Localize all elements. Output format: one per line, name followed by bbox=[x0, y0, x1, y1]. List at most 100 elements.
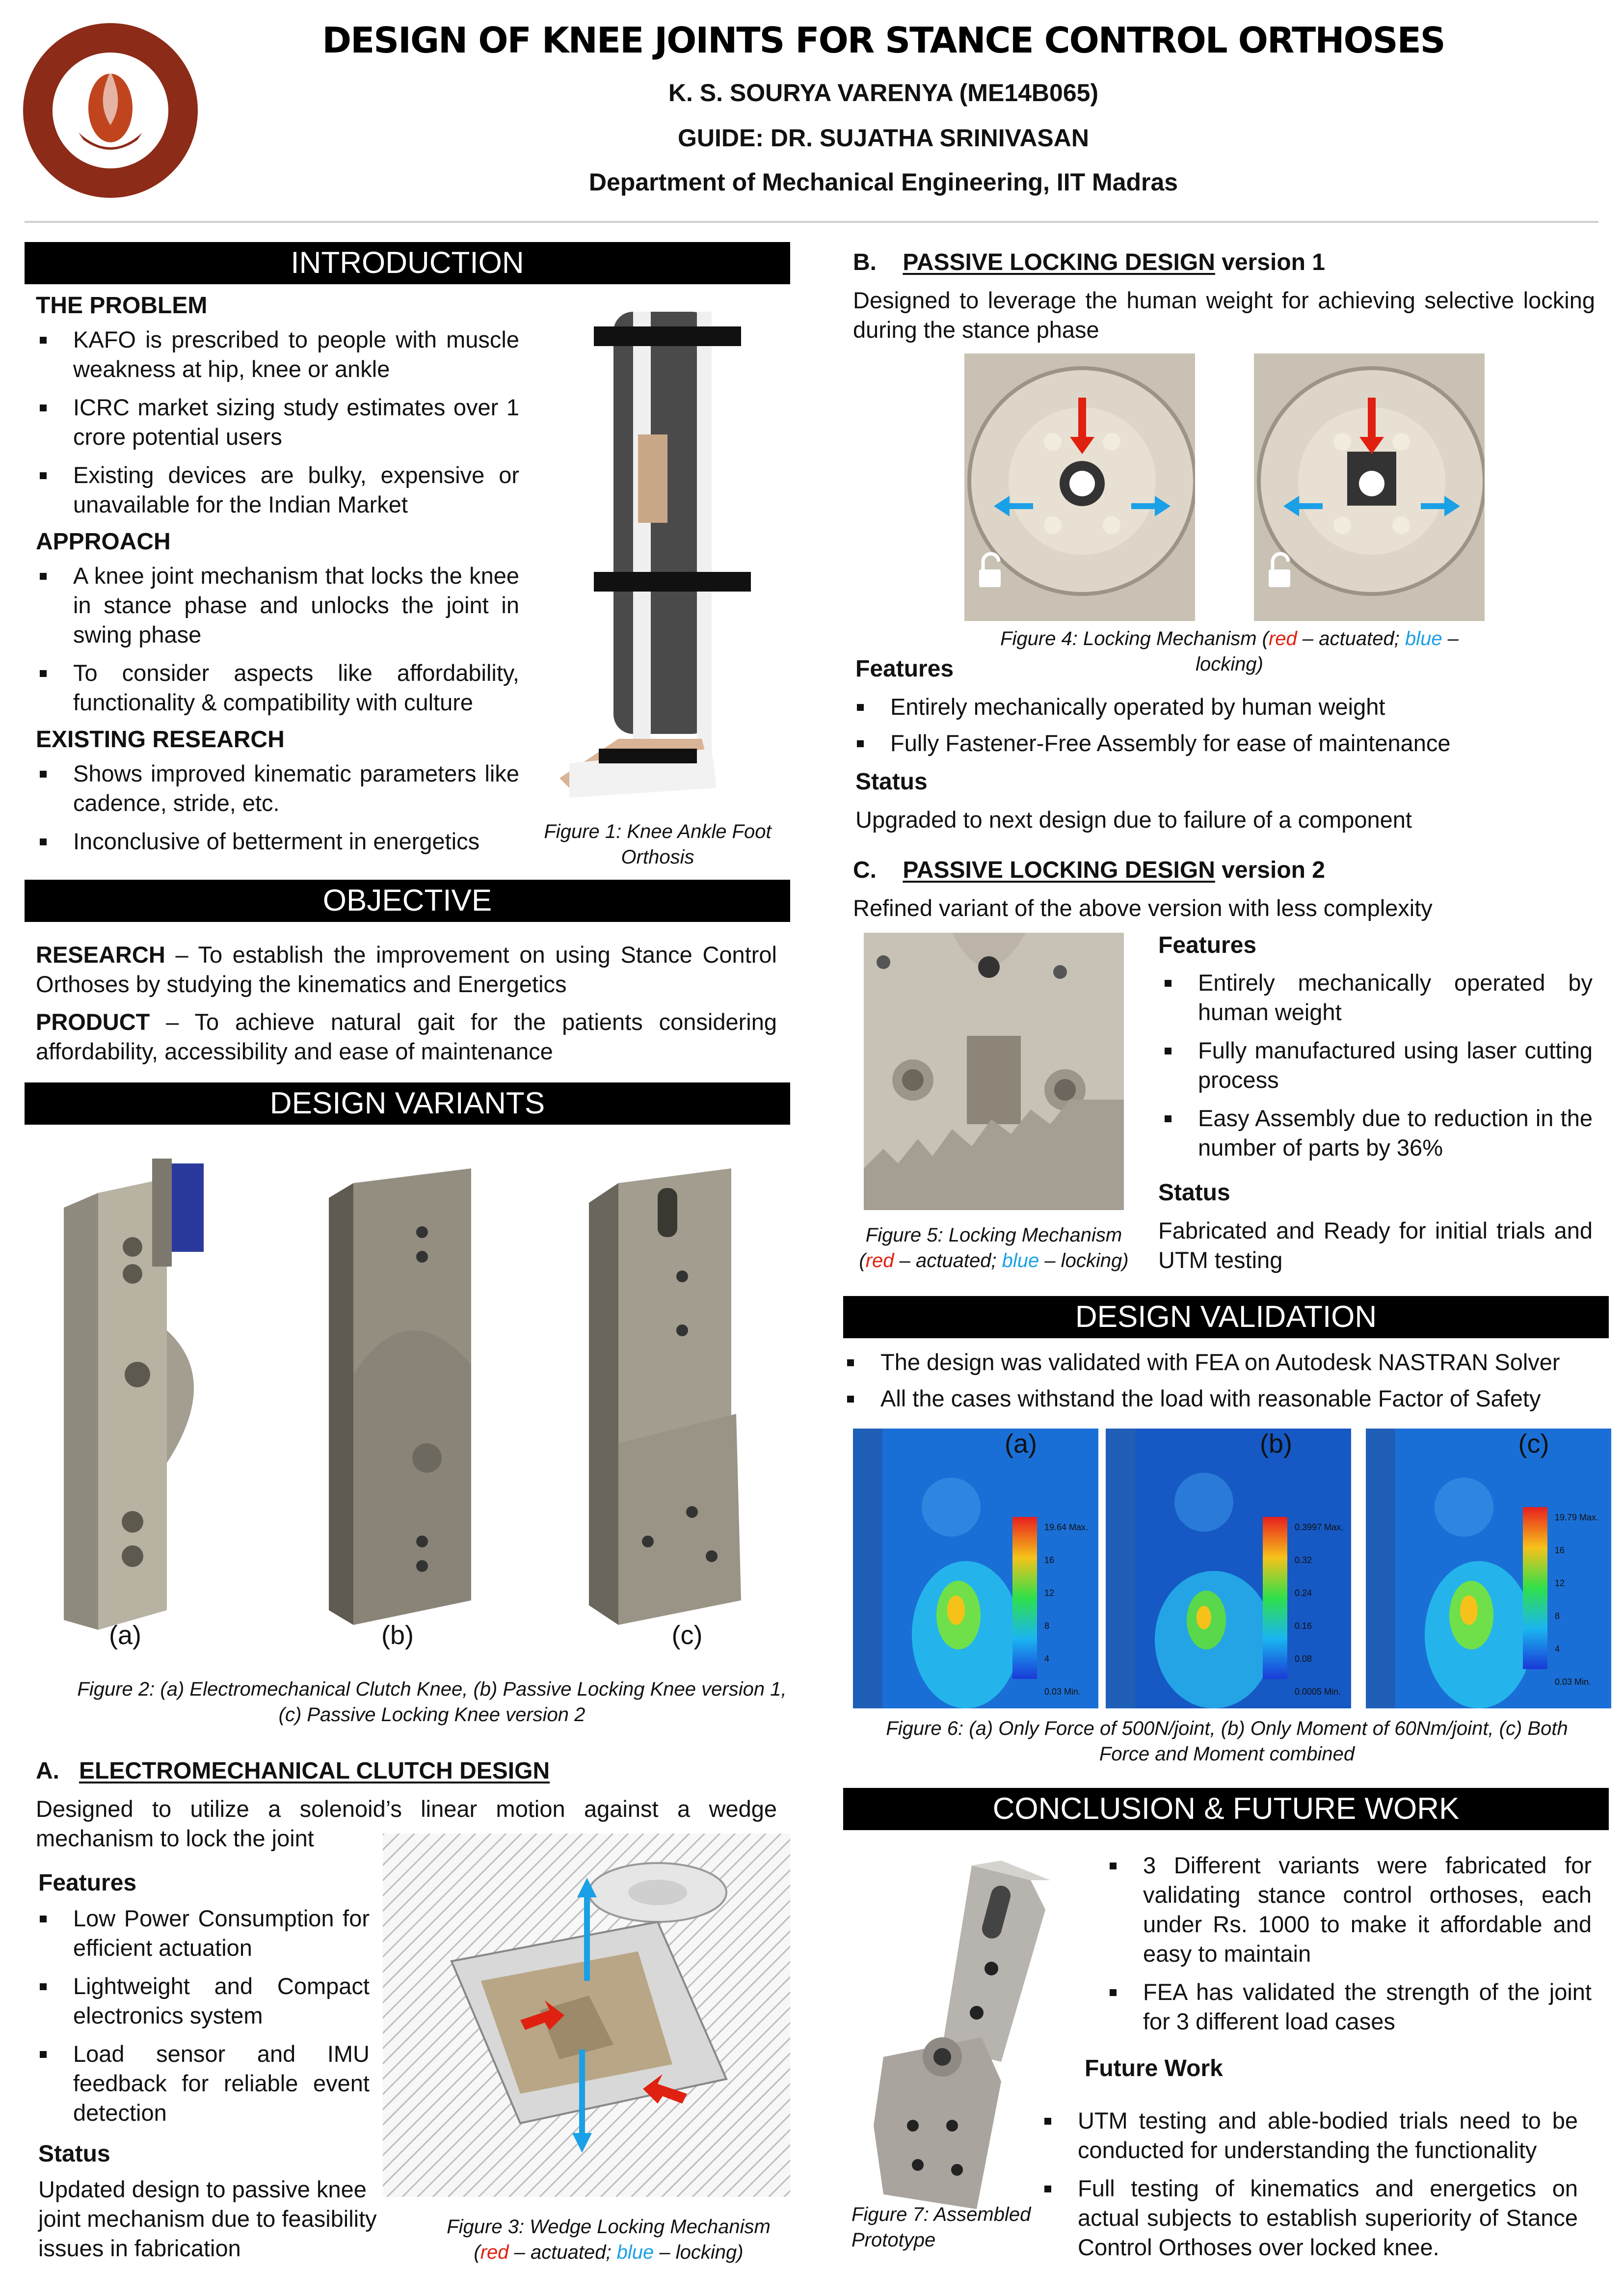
variant-label-b: (b) bbox=[381, 1621, 414, 1650]
list-item: Entirely mechanically operated by human … bbox=[853, 692, 1589, 722]
figure-3-caption: Figure 3: Wedge Locking Mechanism (red –… bbox=[432, 2214, 785, 2265]
list-item: Easy Assembly due to reduction in the nu… bbox=[1161, 1104, 1593, 1162]
introduction-bar: INTRODUCTION bbox=[25, 242, 790, 284]
section-c-suffix: version 2 bbox=[1215, 857, 1325, 883]
list-item: Existing devices are bulky, expensive or… bbox=[36, 460, 519, 519]
figure-5-caption-line2: (red – actuated; blue – locking) bbox=[859, 1250, 1129, 1271]
list-item: 3 Different variants were fabricated for… bbox=[1106, 1851, 1592, 1969]
list-item: To consider aspects like affordability, … bbox=[36, 658, 519, 717]
figure-1-caption: Figure 1: Knee Ankle Foot Orthosis bbox=[544, 821, 772, 868]
approach-list: A knee joint mechanism that locks the kn… bbox=[36, 561, 519, 717]
section-c-heading: C. PASSIVE LOCKING DESIGN version 2 bbox=[853, 857, 1599, 884]
poster-title: DESIGN OF KNEE JOINTS FOR STANCE CONTROL… bbox=[322, 20, 1445, 61]
fea-scale-bar bbox=[1523, 1507, 1547, 1669]
section-b-letter: B. bbox=[853, 249, 877, 275]
section-c-letter: C. bbox=[853, 857, 877, 883]
list-item: FEA has validated the strength of the jo… bbox=[1106, 1977, 1592, 2036]
design-validation-bar: DESIGN VALIDATION bbox=[843, 1296, 1609, 1338]
figure-5-caption: Figure 5: Locking Mechanism (red – actua… bbox=[851, 1222, 1136, 1273]
list-item: Shows improved kinematic parameters like… bbox=[36, 759, 519, 818]
fea-scale-bar bbox=[1263, 1517, 1287, 1679]
section-a-features: Low Power Consumption for efficient actu… bbox=[36, 1904, 370, 2136]
section-a-heading: A. ELECTROMECHANICAL CLUTCH DESIGN bbox=[36, 1757, 782, 1784]
variant-label-a: (a) bbox=[109, 1621, 141, 1650]
list-item: A knee joint mechanism that locks the kn… bbox=[36, 561, 519, 649]
section-b-desc: Designed to leverage the human weight fo… bbox=[853, 287, 1595, 343]
assembled-prototype-photo bbox=[854, 1851, 1080, 2209]
research-text: – To establish the improvement on using … bbox=[36, 942, 777, 997]
wedge-mechanism-render bbox=[383, 1834, 790, 2197]
section-b-suffix: version 1 bbox=[1215, 249, 1325, 275]
institute-logo bbox=[20, 20, 201, 201]
figure-2-caption: Figure 2: (a) Electromechanical Clutch K… bbox=[77, 1678, 787, 1726]
section-b-heading: B. PASSIVE LOCKING DESIGN version 1 bbox=[853, 249, 1599, 276]
section-b-features: Entirely mechanically operated by human … bbox=[853, 692, 1589, 767]
product-key: PRODUCT bbox=[36, 1009, 150, 1035]
list-item: ICRC market sizing study estimates over … bbox=[36, 393, 519, 452]
conclusion-bar: CONCLUSION & FUTURE WORK bbox=[843, 1788, 1609, 1830]
problem-list: KAFO is prescribed to people with muscle… bbox=[36, 325, 519, 519]
list-item: Full testing of kinematics and energetic… bbox=[1040, 2174, 1578, 2262]
approach-heading: APPROACH bbox=[36, 529, 171, 555]
list-item: Load sensor and IMU feedback for reliabl… bbox=[36, 2039, 370, 2128]
variant-c-render bbox=[584, 1168, 751, 1625]
variant-label-c: (c) bbox=[671, 1621, 703, 1650]
future-work-heading: Future Work bbox=[1085, 2055, 1223, 2081]
locking-mechanism-locked bbox=[1254, 353, 1487, 621]
section-c-status-heading: Status bbox=[1158, 1180, 1230, 1206]
validation-list: The design was validated with FEA on Aut… bbox=[843, 1348, 1599, 1422]
section-b-features-heading: Features bbox=[855, 656, 954, 682]
list-item: KAFO is prescribed to people with muscle… bbox=[36, 325, 519, 384]
figure-4-caption: Figure 4: Locking Mechanism (red – actua… bbox=[1000, 628, 1459, 675]
conclusion-list: 3 Different variants were fabricated for… bbox=[1106, 1851, 1592, 2045]
list-item: Low Power Consumption for efficient actu… bbox=[36, 1904, 370, 1963]
list-item: All the cases withstand the load with re… bbox=[843, 1384, 1599, 1413]
department-line: Department of Mechanical Engineering, II… bbox=[588, 168, 1178, 196]
design-variants-bar: DESIGN VARIANTS bbox=[25, 1082, 790, 1125]
section-b-status-heading: Status bbox=[855, 769, 928, 795]
section-a-letter: A. bbox=[36, 1758, 59, 1784]
fea-scale-bar bbox=[1012, 1517, 1037, 1679]
figure-3-caption-line1: Figure 3: Wedge Locking Mechanism bbox=[447, 2216, 771, 2238]
section-a-title: ELECTROMECHANICAL CLUTCH DESIGN bbox=[79, 1758, 550, 1784]
locking-mechanism-unlocked bbox=[964, 353, 1197, 621]
section-c-features: Entirely mechanically operated by human … bbox=[1161, 968, 1593, 1171]
section-b-status: Upgraded to next design due to failure o… bbox=[855, 807, 1412, 833]
objective-product: PRODUCT – To achieve natural gait for th… bbox=[36, 1007, 777, 1066]
list-item: The design was validated with FEA on Aut… bbox=[843, 1348, 1599, 1377]
figure-7-caption: Figure 7: Assembled Prototype bbox=[851, 2204, 1031, 2251]
list-item: Entirely mechanically operated by human … bbox=[1161, 968, 1593, 1027]
header-divider bbox=[25, 221, 1598, 223]
section-c-features-heading: Features bbox=[1158, 932, 1257, 958]
section-c-title: PASSIVE LOCKING DESIGN bbox=[903, 857, 1215, 883]
future-work-list: UTM testing and able-bodied trials need … bbox=[1040, 2106, 1578, 2271]
section-b-title: PASSIVE LOCKING DESIGN bbox=[903, 249, 1215, 275]
list-item: Lightweight and Compact electronics syst… bbox=[36, 1972, 370, 2030]
figure-6-caption: Figure 6: (a) Only Force of 500N/joint, … bbox=[886, 1718, 1568, 1765]
kafo-photo bbox=[540, 307, 775, 808]
section-a-desc: Designed to utilize a solenoid’s linear … bbox=[36, 1796, 777, 1851]
figure-5-caption-line1: Figure 5: Locking Mechanism bbox=[865, 1224, 1122, 1246]
objective-research: RESEARCH – To establish the improvement … bbox=[36, 940, 777, 999]
list-item: Inconclusive of betterment in energetics bbox=[36, 827, 519, 856]
section-a-status-heading: Status bbox=[38, 2141, 110, 2167]
research-key: RESEARCH bbox=[36, 942, 165, 968]
section-c-status: Fabricated and Ready for initial trials … bbox=[1158, 1217, 1593, 1273]
problem-block: THE PROBLEM KAFO is prescribed to people… bbox=[36, 292, 519, 865]
locking-mechanism-v2-render bbox=[864, 933, 1124, 1210]
section-c-desc: Refined variant of the above version wit… bbox=[853, 895, 1433, 921]
section-a-features-heading: Features bbox=[38, 1870, 137, 1896]
fea-label-c: (c) bbox=[1518, 1429, 1549, 1459]
problem-heading: THE PROBLEM bbox=[36, 293, 208, 319]
list-item: Fully manufactured using laser cutting p… bbox=[1161, 1036, 1593, 1095]
fea-label-a: (a) bbox=[1005, 1429, 1037, 1459]
author-line: K. S. SOURYA VARENYA (ME14B065) bbox=[668, 79, 1099, 107]
section-a-status: Updated design to passive knee joint mec… bbox=[38, 2176, 377, 2261]
figure-3-caption-line2: (red – actuated; blue – locking) bbox=[474, 2242, 744, 2263]
